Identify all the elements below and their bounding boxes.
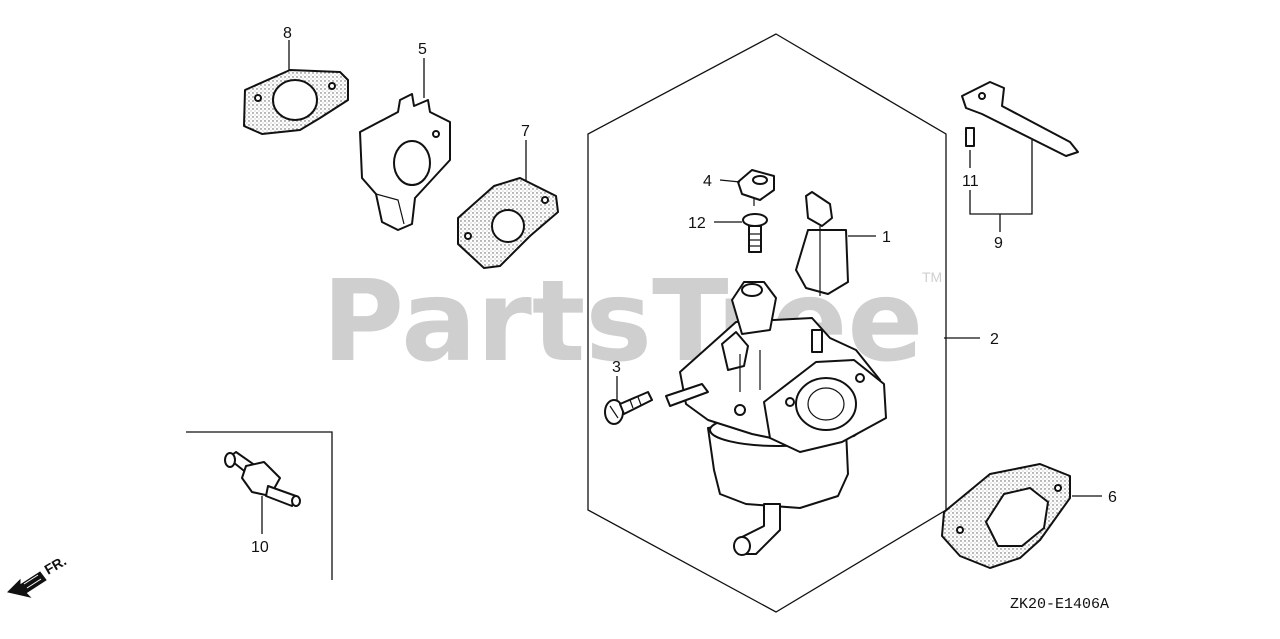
part-1-choke-lever[interactable] xyxy=(795,191,849,296)
part-6-gasket[interactable] xyxy=(941,463,1071,569)
callout-3: 3 xyxy=(612,359,621,376)
part-10-bracket xyxy=(186,431,333,580)
callout-10: 10 xyxy=(251,539,269,556)
callout-2: 2 xyxy=(990,331,999,348)
callout-1: 1 xyxy=(882,229,891,246)
part-8-gasket[interactable] xyxy=(243,69,349,135)
callout-5: 5 xyxy=(418,41,427,58)
part-12-pilot-screw[interactable] xyxy=(742,213,768,253)
callout-11: 11 xyxy=(962,173,979,190)
callouts: 8 5 7 4 12 1 2 3 6 10 11 9 xyxy=(251,25,1117,556)
part-5-insulator-plate[interactable] xyxy=(359,93,451,231)
callout-8: 8 xyxy=(283,25,292,42)
carburetor-kit-outline xyxy=(587,33,947,613)
watermark-trademark: TM xyxy=(922,269,942,285)
callout-7: 7 xyxy=(521,123,530,140)
leader-lines xyxy=(261,40,1102,534)
front-direction-indicator: FR. xyxy=(7,552,70,598)
part-2-carburetor[interactable] xyxy=(665,281,887,556)
front-label: FR. xyxy=(42,552,70,577)
callout-4: 4 xyxy=(703,173,712,190)
part-11-pin[interactable] xyxy=(965,127,975,147)
front-arrow-icon xyxy=(7,571,47,598)
part-10-fitting[interactable] xyxy=(224,451,301,507)
part-4-screw[interactable] xyxy=(737,169,775,206)
callout-12: 12 xyxy=(688,215,706,232)
part-3-screw[interactable] xyxy=(604,391,653,425)
callout-6: 6 xyxy=(1108,489,1117,506)
diagram-code: ZK20-E1406A xyxy=(1010,596,1109,613)
part-9-lever[interactable] xyxy=(961,81,1079,157)
callout-9: 9 xyxy=(994,235,1003,252)
part-7-gasket[interactable] xyxy=(457,177,559,269)
